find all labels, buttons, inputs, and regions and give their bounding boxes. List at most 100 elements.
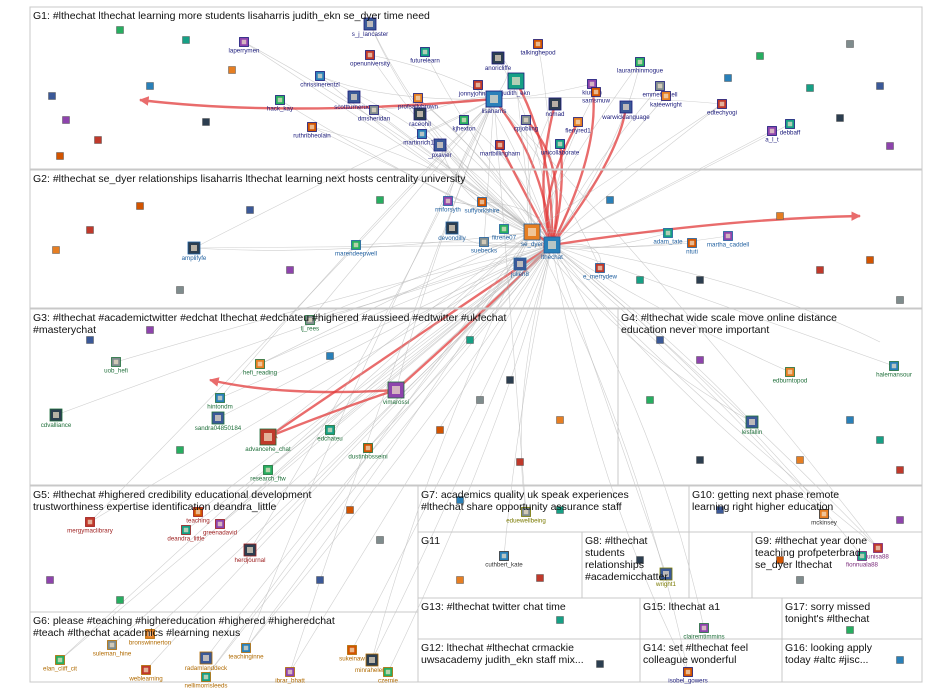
- node-greenadavid[interactable]: greenadavid: [203, 519, 238, 537]
- node-ntuti[interactable]: ntuti: [686, 238, 698, 256]
- node-unlabeled[interactable]: [376, 196, 384, 204]
- node-chrissinerentzl[interactable]: chrissinerentzl: [300, 71, 340, 89]
- node-unlabeled[interactable]: [466, 336, 474, 344]
- node-judith-ekn[interactable]: judith_ekn: [501, 72, 531, 97]
- node-unlabeled[interactable]: [656, 336, 664, 344]
- node-unlabeled[interactable]: [246, 206, 254, 214]
- node-profsallybrown[interactable]: profsallybrown: [398, 93, 438, 111]
- node-unlabeled[interactable]: [846, 626, 854, 634]
- node-unlabeled[interactable]: [506, 376, 514, 384]
- node-uob-hefi[interactable]: uob_hefi: [104, 357, 128, 375]
- node-sukeinaw[interactable]: sukeinaw: [339, 645, 365, 663]
- node-unlabeled[interactable]: [896, 516, 904, 524]
- node-hack-kay[interactable]: hack_kay: [267, 95, 294, 113]
- node-unlabeled[interactable]: [52, 246, 60, 254]
- node-unlabeled[interactable]: [516, 458, 524, 466]
- node-unlabeled[interactable]: [796, 576, 804, 584]
- node-edchateu[interactable]: edchateu: [317, 425, 343, 443]
- node-lauramhinmogue[interactable]: lauramhinmogue: [617, 57, 664, 75]
- node-martinrich106[interactable]: martinrich106: [403, 129, 441, 147]
- node-edburntopod[interactable]: edburntopod: [773, 367, 808, 385]
- node-weblearning[interactable]: weblearning: [128, 665, 163, 683]
- node-unlabeled[interactable]: [696, 456, 704, 464]
- node-unlabeled[interactable]: [896, 466, 904, 474]
- node-wright1[interactable]: wright1: [655, 567, 677, 588]
- node-mergymaclibrary[interactable]: mergymaclibrary: [67, 517, 114, 535]
- node-suffyorkshire[interactable]: suffyorkshire: [465, 197, 501, 215]
- node-a-l-t[interactable]: a_l_t: [765, 126, 779, 144]
- node-nomad[interactable]: nomad: [546, 97, 565, 118]
- node-unlabeled[interactable]: [796, 456, 804, 464]
- node-cpjobling[interactable]: cpjobling: [514, 115, 539, 133]
- node-unlabeled[interactable]: [846, 416, 854, 424]
- node-rmforsyth[interactable]: rmforsyth: [435, 196, 461, 214]
- node-unlabeled[interactable]: [56, 152, 64, 160]
- node-unlabeled[interactable]: [182, 36, 190, 44]
- node-unlabeled[interactable]: [176, 446, 184, 454]
- node-advancehe-chat[interactable]: advancehe_chat: [245, 428, 291, 453]
- node-hefi-reading[interactable]: hefi_reading: [243, 359, 278, 377]
- node-anoricliffe[interactable]: anoricliffe: [485, 51, 512, 72]
- node-unlabeled[interactable]: [176, 286, 184, 294]
- node-unlabeled[interactable]: [696, 276, 704, 284]
- node-cuthbert-kate[interactable]: cuthbert_kate: [485, 551, 523, 569]
- node-unlabeled[interactable]: [896, 656, 904, 664]
- node-adam-tate[interactable]: adam_tate: [653, 228, 683, 246]
- node-research-ftw[interactable]: research_ftw: [250, 465, 286, 483]
- node-raceohil[interactable]: raceohil: [409, 107, 431, 128]
- node-kjhexton[interactable]: kjhexton: [452, 115, 476, 133]
- node-unlabeled[interactable]: [86, 336, 94, 344]
- node-minrahelena[interactable]: minrahelena: [355, 653, 390, 674]
- node-ruthribheolain[interactable]: ruthribheolain: [293, 122, 331, 140]
- node-unlabeled[interactable]: [116, 596, 124, 604]
- node-unlabeled[interactable]: [636, 556, 644, 564]
- node-ibrar-bhatt[interactable]: ibrar_bhatt: [275, 667, 305, 685]
- node-unlabeled[interactable]: [556, 506, 564, 514]
- node-unlabeled[interactable]: [846, 40, 854, 48]
- node-clairemtimmins[interactable]: clairemtimmins: [683, 623, 725, 641]
- node-openuniversity[interactable]: openuniversity: [350, 50, 391, 68]
- node-unlabeled[interactable]: [756, 52, 764, 60]
- node-unlabeled[interactable]: [646, 396, 654, 404]
- node-unlabeled[interactable]: [46, 576, 54, 584]
- node-talkinghepod[interactable]: talkinghepod: [520, 39, 556, 57]
- node-sandra04850184[interactable]: sandra04850184: [195, 411, 242, 432]
- node-laperrymen[interactable]: laperrymen: [229, 37, 261, 55]
- node-teaching[interactable]: teaching: [186, 507, 210, 525]
- node-unlabeled[interactable]: [776, 212, 784, 220]
- node-marendeepwell[interactable]: marendeepwell: [335, 240, 377, 258]
- node-teachinginne[interactable]: teachinginne: [228, 643, 264, 661]
- node-cdvalliance[interactable]: cdvalliance: [41, 408, 72, 429]
- node-unlabeled[interactable]: [724, 74, 732, 82]
- node-unlabeled[interactable]: [716, 506, 724, 514]
- node-unlabeled[interactable]: [94, 136, 102, 144]
- node-unlabeled[interactable]: [316, 576, 324, 584]
- node-e-merrydew[interactable]: e_merrydew: [583, 263, 618, 281]
- node-unlabeled[interactable]: [816, 266, 824, 274]
- node-scottturneruon[interactable]: scottturneruon: [334, 90, 374, 111]
- node-unlabeled[interactable]: [836, 114, 844, 122]
- node-nellimorrisleeds[interactable]: nellimorrisleeds: [185, 672, 228, 688]
- node-unisa88[interactable]: unisa88: [867, 543, 889, 561]
- node-jonnyjohnston[interactable]: jonnyjohnston: [458, 80, 498, 98]
- node-samsmuw[interactable]: samsmuw: [582, 87, 610, 105]
- node-unlabeled[interactable]: [556, 616, 564, 624]
- node-futurelearn[interactable]: futurelearn: [410, 47, 440, 65]
- node-devondilly[interactable]: devondilly: [438, 221, 467, 242]
- node-lthechat[interactable]: lthechat: [541, 236, 563, 261]
- node-dustinhosseini[interactable]: dustinhosseini: [348, 443, 388, 461]
- node-vimarossi[interactable]: vimarossi: [383, 381, 409, 406]
- node-eduewellbeing[interactable]: eduewellbeing: [506, 507, 546, 525]
- node-unlabeled[interactable]: [456, 576, 464, 584]
- node--pxavier[interactable]: _pxavier: [427, 138, 452, 159]
- node-s-j-lancaster[interactable]: s_j_lancaster: [352, 17, 388, 38]
- node-emmethirkell[interactable]: emmethirkell: [642, 81, 678, 99]
- node-unlabeled[interactable]: [228, 66, 236, 74]
- node-lesfallin[interactable]: lesfallin: [742, 415, 763, 436]
- node-martha-caddell[interactable]: martha_caddell: [707, 231, 749, 249]
- node-unlabeled[interactable]: [536, 574, 544, 582]
- node-unlabeled[interactable]: [48, 92, 56, 100]
- node-unlabeled[interactable]: [606, 196, 614, 204]
- node-unlabeled[interactable]: [286, 266, 294, 274]
- node-unlabeled[interactable]: [146, 82, 154, 90]
